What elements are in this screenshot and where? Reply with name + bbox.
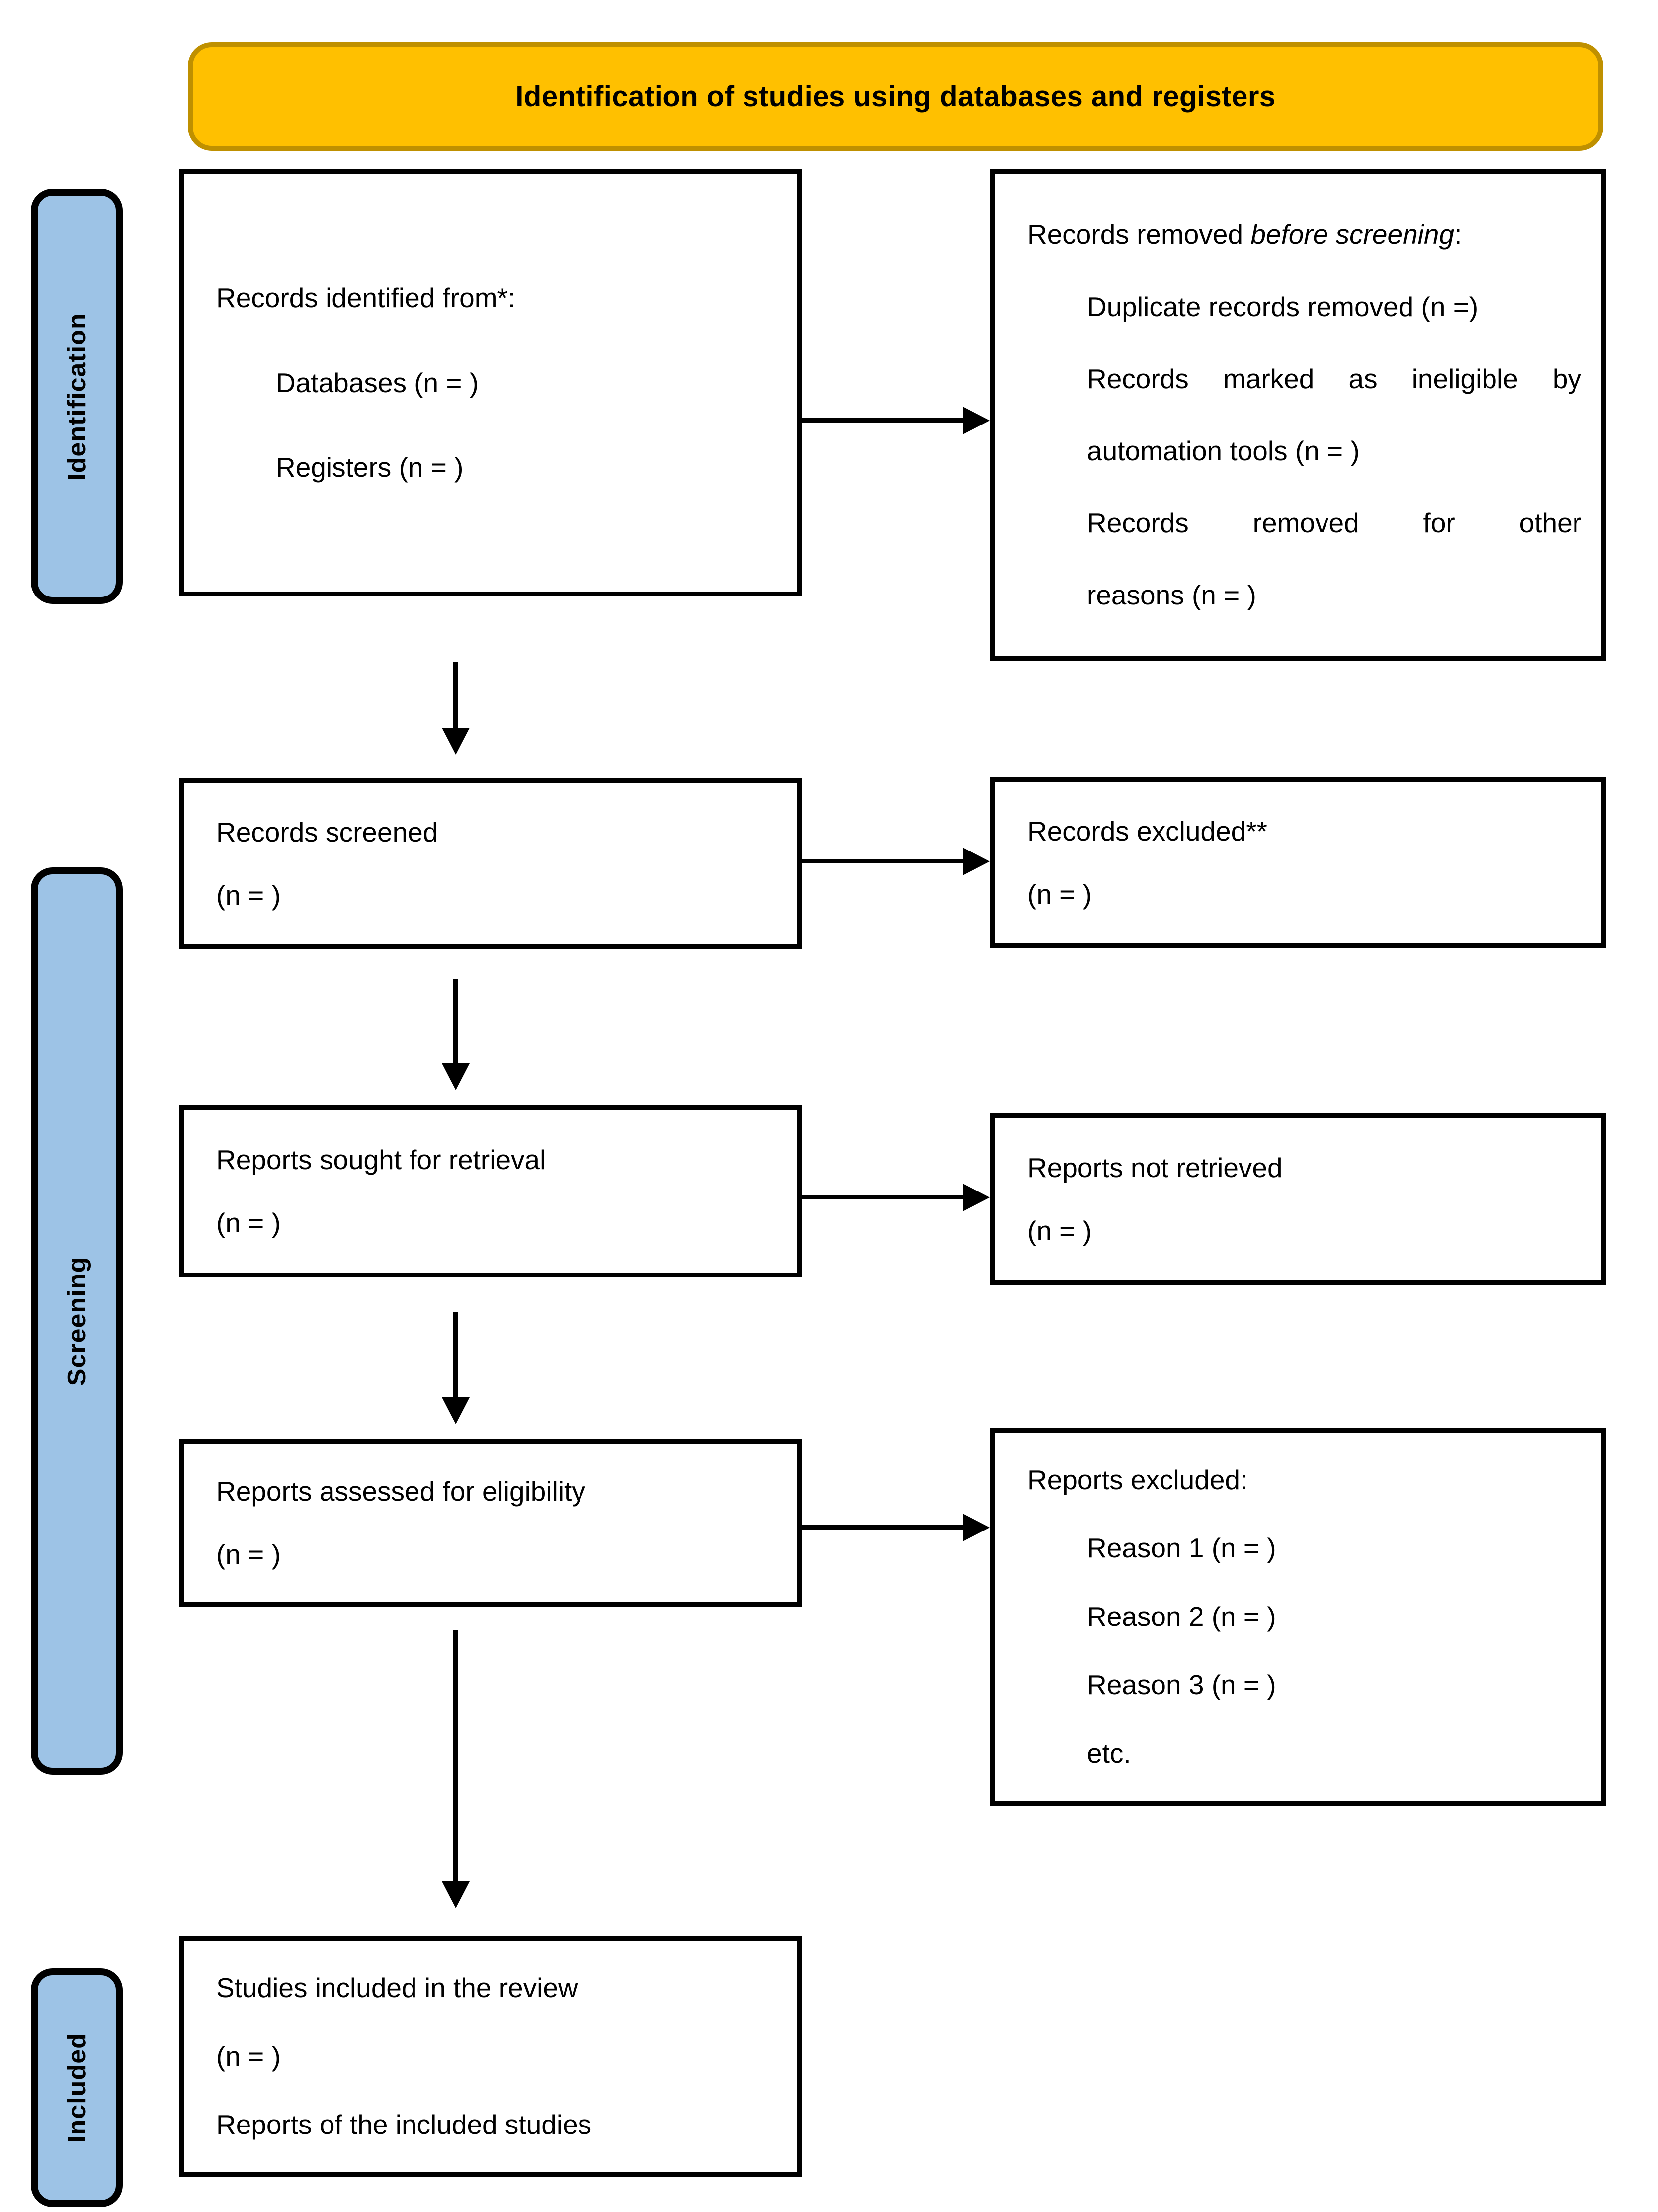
box-line: Records removed before screening: — [1027, 219, 1462, 250]
box-records-removed: Records removed before screening: Duplic… — [990, 169, 1606, 661]
arrow-screened-to-sought — [453, 979, 458, 1064]
arrow-screened-to-excluded — [802, 859, 963, 863]
box-line: Reports sought for retrieval — [216, 1144, 546, 1175]
box-line: Records identified from*: — [216, 282, 516, 314]
stage-label-screening: Screening — [31, 867, 123, 1775]
stage-label-included: Included — [31, 1968, 123, 2207]
box-studies-included: Studies included in the review (n = ) Re… — [179, 1936, 802, 2177]
box-line: (n = ) — [216, 1207, 281, 1238]
box-line: Databases (n = ) — [276, 367, 479, 398]
box-line: Reports assessed for eligibility — [216, 1476, 585, 1507]
box-line: reasons (n = ) — [1087, 580, 1256, 611]
box-line: Reports excluded: — [1027, 1464, 1248, 1495]
box-line: Studies included in the review — [216, 1972, 578, 2004]
box-line: Records excluded** — [1027, 816, 1268, 847]
box-line: etc. — [1087, 1737, 1131, 1769]
box-line: Registers (n = ) — [276, 452, 464, 483]
box-line: Reports of the included studies — [216, 2109, 592, 2140]
box-line: Duplicate records removed (n =) — [1087, 291, 1479, 322]
italic-phrase: before screening — [1250, 219, 1455, 250]
box-reports-excluded: Reports excluded: Reason 1 (n = ) Reason… — [990, 1428, 1606, 1806]
box-line: Reports not retrieved — [1027, 1152, 1283, 1183]
box-line: Reason 1 (n = ) — [1087, 1532, 1276, 1564]
box-line: Records screened — [216, 817, 438, 848]
arrow-identified-to-screened — [453, 662, 458, 728]
box-line: automation tools (n = ) — [1087, 435, 1360, 466]
arrow-assessed-to-reports-excluded — [802, 1525, 963, 1530]
box-reports-not-retrieved: Reports not retrieved (n = ) — [990, 1113, 1606, 1285]
stage-label-included-text: Included — [62, 2033, 91, 2143]
box-line: (n = ) — [216, 1538, 281, 1570]
title-banner: Identification of studies using database… — [188, 42, 1603, 151]
box-line: (n = ) — [216, 879, 281, 911]
box-line: (n = ) — [216, 2041, 281, 2072]
arrow-assessed-to-included — [453, 1630, 458, 1882]
box-line: (n = ) — [1027, 1215, 1092, 1246]
box-line: Records removed for other — [1087, 508, 1581, 539]
arrow-identified-to-removed — [802, 418, 963, 423]
box-line: Reason 3 (n = ) — [1087, 1669, 1276, 1701]
box-line: Records marked as ineligible by — [1087, 363, 1581, 394]
stage-label-identification: Identification — [31, 189, 123, 604]
stage-label-screening-text: Screening — [62, 1256, 91, 1386]
arrow-sought-to-assessed — [453, 1312, 458, 1398]
box-reports-assessed: Reports assessed for eligibility (n = ) — [179, 1439, 802, 1607]
box-records-excluded: Records excluded** (n = ) — [990, 777, 1606, 948]
box-reports-sought: Reports sought for retrieval (n = ) — [179, 1105, 802, 1277]
stage-label-identification-text: Identification — [62, 312, 91, 481]
box-records-identified: Records identified from*: Databases (n =… — [179, 169, 802, 596]
box-records-screened: Records screened (n = ) — [179, 778, 802, 949]
arrow-sought-to-not-retrieved — [802, 1195, 963, 1199]
box-line: Reason 2 (n = ) — [1087, 1601, 1276, 1632]
box-line: (n = ) — [1027, 878, 1092, 910]
